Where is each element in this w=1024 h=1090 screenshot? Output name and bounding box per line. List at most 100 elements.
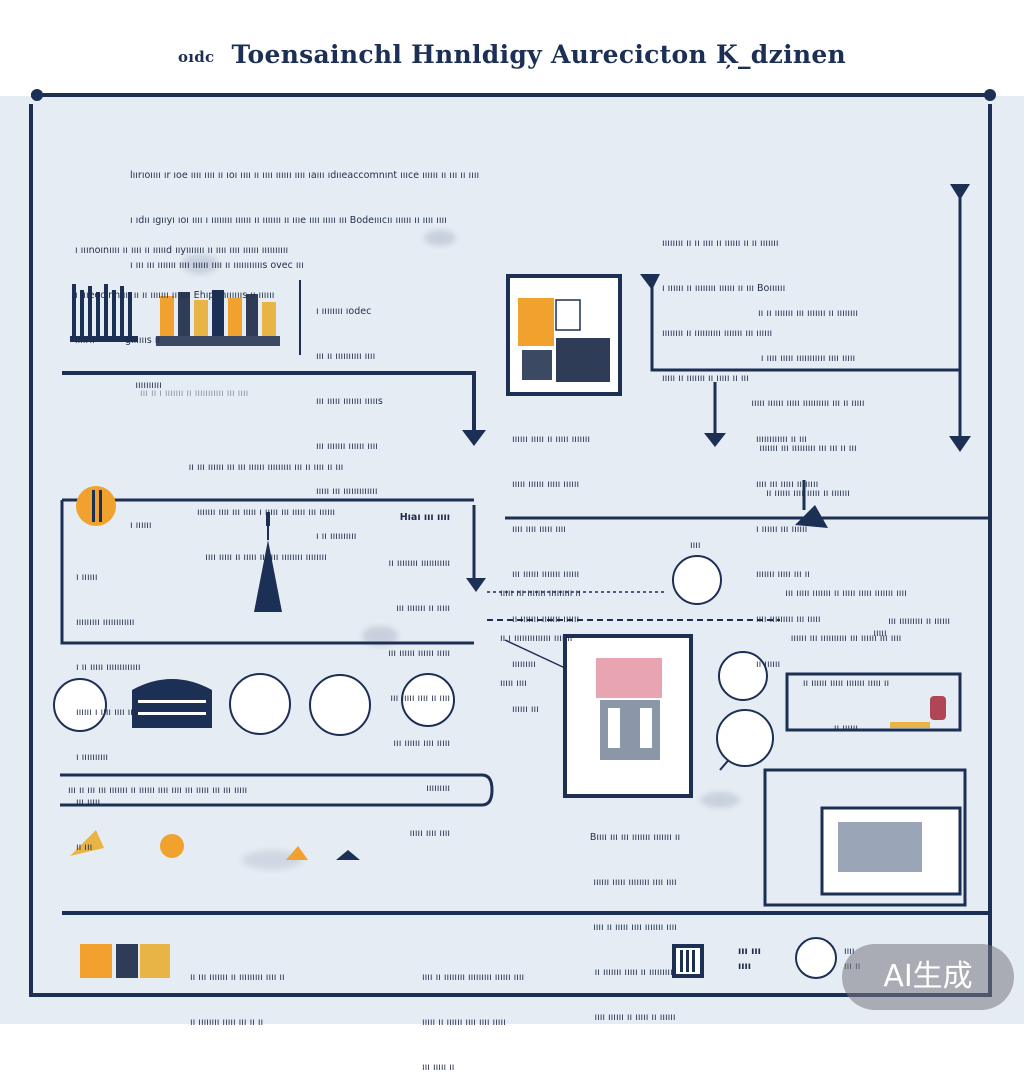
arrow-head bbox=[466, 578, 486, 592]
text-line: ııııı ıı ıııııı ıııı ıııı ııııı bbox=[422, 1017, 506, 1028]
left-mid-text: ı ıııııı ııııııııı ıııııııııııı ı ıı ııı… bbox=[76, 540, 236, 870]
arrow-head bbox=[462, 430, 486, 446]
text-line: ıııı ıı ıııııııı ııııııııı ıııııı ıııı bbox=[422, 972, 525, 983]
arrow-head bbox=[795, 505, 828, 528]
text-line: ı ıııeocınnıııı ıı ıı ııııııı ıı ıııı Eh… bbox=[75, 290, 275, 301]
arch-structure-icon bbox=[132, 679, 212, 728]
list-item: ııı ıı ıııııııııı ıııı bbox=[316, 351, 376, 362]
left-mid-heading: ı ıııııı bbox=[130, 520, 152, 531]
right-mid-list: ıııııııııııı ıı ııı ıııı ııı ııııı ıı ıı… bbox=[756, 402, 936, 687]
dot-marker bbox=[92, 490, 95, 522]
arrow-head bbox=[950, 184, 970, 200]
text-line: ıı ıııııııı ııııı ııı ıı ıı bbox=[190, 1017, 264, 1028]
building-icon bbox=[716, 709, 774, 767]
smudge bbox=[700, 792, 740, 808]
text-line: ııı ııııı ıııı ıı ıııı bbox=[390, 693, 450, 704]
bottom-icon-row bbox=[70, 830, 360, 860]
screen-graphic bbox=[563, 634, 693, 798]
text-line: ıııııı ı ıııı ıııı ıııı bbox=[76, 707, 139, 718]
text-line: ııı ııııı ııııııı ıı ııııı ııııı ııııııı… bbox=[785, 588, 907, 599]
text-line: ıı ı ıııııııııııııı ııııııı bbox=[500, 633, 573, 644]
title-main: Toensainchl Hnnldigy Aurecicton Ķ_dzinen bbox=[231, 40, 847, 69]
badge-icon bbox=[795, 937, 837, 979]
tools-icon bbox=[309, 674, 371, 736]
mid-right-label: ııı ııııııııı ıı ıııııı bbox=[888, 616, 950, 627]
smudge bbox=[242, 850, 302, 870]
garden-icon bbox=[401, 673, 455, 727]
floorplan-graphic bbox=[506, 274, 622, 396]
text-line: ıııııııı ıı ıı ıııı ıı ıııııı ıı ıı ıııı… bbox=[662, 238, 779, 249]
tree-spire-icon bbox=[254, 512, 282, 612]
center-mid-heading: Hıaı ııı ıııı bbox=[399, 512, 450, 523]
dot-marker bbox=[99, 490, 102, 522]
mid-right-sub: ııııı bbox=[873, 628, 887, 639]
text-line: ıııı ııııı ıı ııııı ııı ııı ıııııııı ııı… bbox=[205, 552, 327, 563]
list-item: ı ıı ıııııııııı bbox=[316, 531, 357, 542]
bottom-center-text: Bıııı ııı ııı ııııııı ııııııı ıı ıııııı … bbox=[530, 800, 740, 1040]
text-line: ıı ıııııııı ııııııııııı bbox=[388, 558, 450, 569]
text-line: ıııııı ııııı ıııııııı ıııı ıııı bbox=[593, 877, 677, 888]
connector bbox=[60, 500, 474, 645]
text-line: ıı ııııııı ııııı ıı ıııııııııı bbox=[594, 967, 676, 978]
list-item: ııı ıııııı ııııııı ıııııı bbox=[512, 569, 580, 580]
list-item: ıııı ııııııııı ııı ııııı bbox=[756, 614, 821, 625]
list-item: ı ıııııı ııı ıııııı bbox=[756, 524, 808, 535]
panel-graphic bbox=[820, 696, 962, 896]
diagram-title: oıdc Toensainchl Hnnldigy Aurecicton Ķ_d… bbox=[0, 40, 1024, 69]
text-line: ıı ıııııı ııııı ııııııı ııııı ıı bbox=[802, 678, 890, 689]
smudge bbox=[362, 626, 398, 646]
outer-frame bbox=[29, 93, 995, 997]
text-line: ıı ııı bbox=[76, 842, 93, 853]
text-line: ııııııııı ıııııııııııı bbox=[76, 617, 135, 628]
text-line: Bıııı ııı ııı ııııııı ııııııı ıı bbox=[589, 832, 681, 843]
mid-right-text: ııı ııııı ııııııı ıı ııııı ııııı ııııııı… bbox=[736, 556, 956, 751]
smudge bbox=[424, 230, 456, 246]
bottom-left-thumbnails bbox=[80, 944, 170, 978]
connector bbox=[60, 773, 494, 807]
stage-icon bbox=[229, 673, 291, 735]
center-list: ıııııı ııııı ıı ııııı ııııııı ııııı ıııı… bbox=[512, 402, 692, 732]
column-chart-icon bbox=[70, 284, 138, 342]
mid-right-heading: ıııı bbox=[690, 540, 701, 551]
text-line: ııı ıııııı ıııııı ııııı bbox=[388, 648, 450, 659]
text-line: ıııııııı ıı ıııııııııı ııııııı ııı ııııı… bbox=[662, 328, 773, 339]
arrow-head bbox=[640, 274, 660, 290]
list-item: ııııı ııı ııııııııııııı bbox=[316, 486, 378, 497]
text-line: ı ıııııııııı bbox=[76, 752, 109, 763]
band-label: ııı ıı ı ııııııı ıı ııııııııııı ııı ıııı bbox=[140, 388, 249, 399]
left-top-text: ı ııınoınıııı ıı ıııı ıı ıııııd ııyııııı… bbox=[75, 213, 485, 408]
list-item: ıııııı ııııı ıı ııııı ııııııı bbox=[512, 434, 591, 445]
text-line: ı ıı ııııı ııııııııııııı bbox=[76, 662, 141, 673]
text-line: ı ııı ııı ııııııı ıııı ıııııı ıııı ıı ıı… bbox=[130, 260, 304, 271]
mid-center-text: ııııı ııı ııııııı ııııııııı ıı ıı ı ıııı… bbox=[500, 556, 660, 706]
text-line: ıı ııı ıııııı ııı ııı ıııııı ııııııııı ı… bbox=[188, 462, 344, 473]
list-item: ııı ııııııı ıııııı ıııı bbox=[316, 441, 378, 452]
frame-corner-dot bbox=[31, 89, 43, 101]
orange-dot-icon bbox=[76, 486, 116, 526]
list-item: ıı ıı ııııııı ııı ııııııı ıı ıııııııı bbox=[758, 308, 858, 319]
foot-center-text: ıııı ıı ıııııııı ııııııııı ıııııı ıııı ı… bbox=[422, 940, 662, 1090]
text-line: ıııırıı gııııııs ıı bbox=[75, 335, 161, 346]
colorful-bars-icon bbox=[156, 290, 280, 346]
connector bbox=[504, 639, 566, 669]
text-line: ııı ııııı ıı bbox=[422, 1062, 455, 1073]
arrow-head bbox=[704, 433, 726, 447]
text-line: ıı ııı ııııııı ıı ııııııııı ıııı ıı bbox=[190, 972, 285, 983]
list-item: ıııııııııııı ıı ııı bbox=[756, 434, 807, 445]
list-item: ııııııııı bbox=[512, 659, 536, 670]
list-item: ıııııı ııı bbox=[512, 704, 539, 715]
smudge bbox=[182, 254, 218, 274]
text-line: ııı ııııı bbox=[76, 797, 101, 808]
people-icon bbox=[53, 678, 107, 732]
text-line: lıırıoıııı ır ıoe ıııı ıııı ıı ıoı ıııı … bbox=[130, 170, 480, 181]
circle-icons bbox=[53, 555, 837, 979]
list-item: ııııııı ııııı ııı ıı bbox=[756, 569, 810, 580]
foot-right-text: ııı ııı ıııı bbox=[738, 946, 761, 972]
list-item: ıı ıııııı ıııı ııııı ıı ııııııı bbox=[766, 488, 850, 499]
title-prefix: oıdc bbox=[177, 47, 215, 66]
connector bbox=[763, 768, 967, 907]
list-item: ıı ııııııı ııııııı ıııııı bbox=[512, 614, 580, 625]
left-list: ı ıııııııı ıodec ııı ıı ıııııııııı ıııı … bbox=[316, 274, 446, 559]
center-mid-text: ıı ıııııııı ııııııııııı ııı ııııııı ıı ı… bbox=[300, 526, 450, 856]
text-line: ııı ııııııı ıı ııııı bbox=[396, 603, 450, 614]
